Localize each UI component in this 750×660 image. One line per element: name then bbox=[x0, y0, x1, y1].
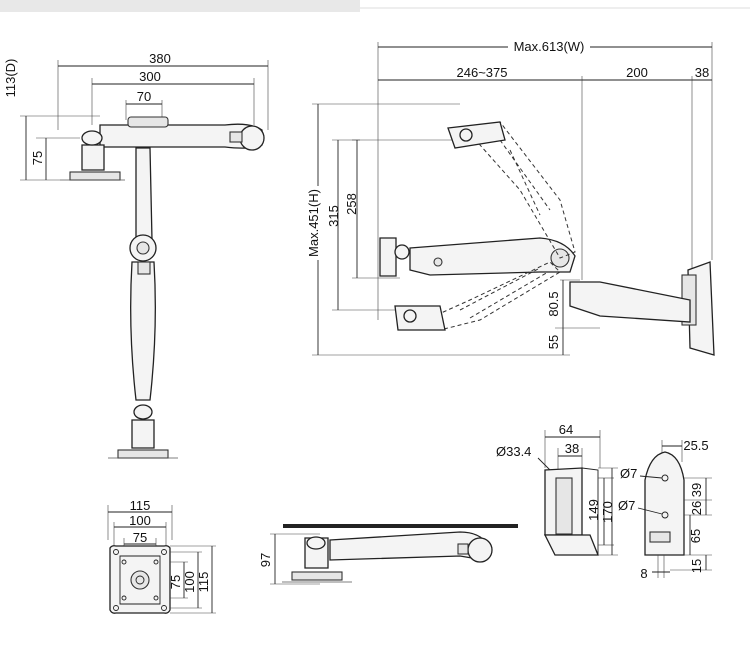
side-raised-arm-outline bbox=[469, 121, 576, 259]
dim-80-5-label: 80.5 bbox=[546, 291, 561, 316]
front-bottom-knob bbox=[133, 404, 153, 420]
front-bottom-clamp bbox=[131, 419, 155, 449]
front-lower-arm-block bbox=[137, 261, 151, 275]
dim-max-width-label: Max.613(W) bbox=[514, 39, 585, 54]
desk-surface bbox=[283, 524, 518, 528]
desk-base-plate bbox=[291, 571, 343, 581]
pole-base bbox=[543, 534, 599, 556]
pole-detail-view: 64 38 Ø33.4 149 170 bbox=[496, 422, 618, 556]
dim-max-height-label: Max.451(H) bbox=[306, 189, 321, 257]
vesa-dim-75-side: 75 bbox=[168, 575, 183, 589]
front-base-plate bbox=[69, 171, 121, 181]
side-lowered-arm-hatch bbox=[459, 267, 549, 319]
desk-clamp-view: 97 bbox=[258, 524, 518, 585]
front-view: 380 300 70 113(D) 75 bbox=[3, 51, 269, 459]
clamp-detail-view: 25.5 Ø7 Ø7 39 26 65 15 8 bbox=[618, 438, 712, 581]
vesa-dim-115-side: 115 bbox=[196, 572, 211, 593]
header-bar-left bbox=[0, 0, 360, 12]
front-pole-upper bbox=[135, 147, 153, 241]
vesa-dim-115-top: 115 bbox=[130, 498, 151, 513]
dim-246-375-label: 246~375 bbox=[457, 65, 508, 80]
vesa-plate-view: 115 100 75 75 100 115 bbox=[107, 498, 216, 614]
vesa-dim-75-top: 75 bbox=[133, 530, 147, 545]
side-raised-arm-hatch bbox=[499, 139, 551, 216]
side-main-arm bbox=[409, 237, 576, 276]
side-view: Max.613(W) 246~375 200 38 Max.451(H) 315… bbox=[306, 38, 715, 356]
side-lowered-knob bbox=[403, 309, 417, 323]
dim-380-label: 380 bbox=[149, 51, 171, 66]
desk-dim-97: 97 bbox=[258, 553, 273, 567]
clamp-slot bbox=[649, 531, 671, 543]
dim-315-label: 315 bbox=[326, 205, 341, 227]
side-raised-knob bbox=[459, 128, 473, 142]
pole-inner bbox=[555, 477, 573, 535]
front-clamp-knob bbox=[81, 130, 103, 146]
side-small-screw bbox=[433, 257, 443, 267]
front-bottom-plate bbox=[117, 449, 169, 459]
pole-dim-64: 64 bbox=[559, 422, 573, 437]
front-mid-pivot-cap bbox=[136, 241, 150, 255]
vesa-center-hub bbox=[130, 570, 150, 590]
side-tilt-knob-mid bbox=[394, 244, 410, 260]
clamp-dim-65: 65 bbox=[688, 529, 703, 543]
pole-dim-diameter: Ø33.4 bbox=[496, 444, 531, 459]
dim-258-label: 258 bbox=[344, 193, 359, 215]
vesa-dim-100-side: 100 bbox=[182, 571, 197, 593]
desk-clamp-knob bbox=[306, 536, 326, 550]
desk-arm-end bbox=[467, 537, 493, 563]
dim-70-label: 70 bbox=[137, 89, 151, 104]
dim-200-label: 200 bbox=[626, 65, 648, 80]
arm-end-pivot bbox=[239, 125, 265, 151]
dim-300-label: 300 bbox=[139, 69, 161, 84]
clamp-dim-39: 39 bbox=[689, 483, 704, 497]
dim-75-label: 75 bbox=[30, 151, 45, 165]
arm-top-cap bbox=[127, 116, 169, 128]
dim-55-label: 55 bbox=[546, 335, 561, 349]
clamp-dim-25-5: 25.5 bbox=[683, 438, 708, 453]
desk-arm-end-block bbox=[457, 543, 469, 555]
pole-dim-170: 170 bbox=[600, 501, 615, 523]
clamp-dim-15: 15 bbox=[689, 559, 704, 573]
clamp-dim-hole-upper: Ø7 bbox=[620, 466, 637, 481]
side-raised-head bbox=[447, 121, 506, 149]
clamp-dim-hole-lower: Ø7 bbox=[618, 498, 635, 513]
front-lower-arm bbox=[130, 261, 156, 401]
clamp-dim-8: 8 bbox=[640, 566, 647, 581]
clamp-dim-26: 26 bbox=[689, 501, 704, 515]
dim-113-label: 113(D) bbox=[3, 59, 18, 98]
pole-dim-149: 149 bbox=[586, 499, 601, 521]
arm-end-block bbox=[229, 131, 243, 143]
dim-38-label: 38 bbox=[695, 65, 709, 80]
front-clamp-head bbox=[81, 144, 105, 171]
vesa-dim-100-top: 100 bbox=[129, 513, 151, 528]
side-vesa-mount-mid bbox=[379, 237, 397, 277]
side-lowered-head bbox=[394, 305, 446, 331]
clamp-hole-lower bbox=[661, 511, 669, 519]
pole-dim-38: 38 bbox=[565, 441, 579, 456]
side-lower-arm bbox=[569, 281, 691, 323]
